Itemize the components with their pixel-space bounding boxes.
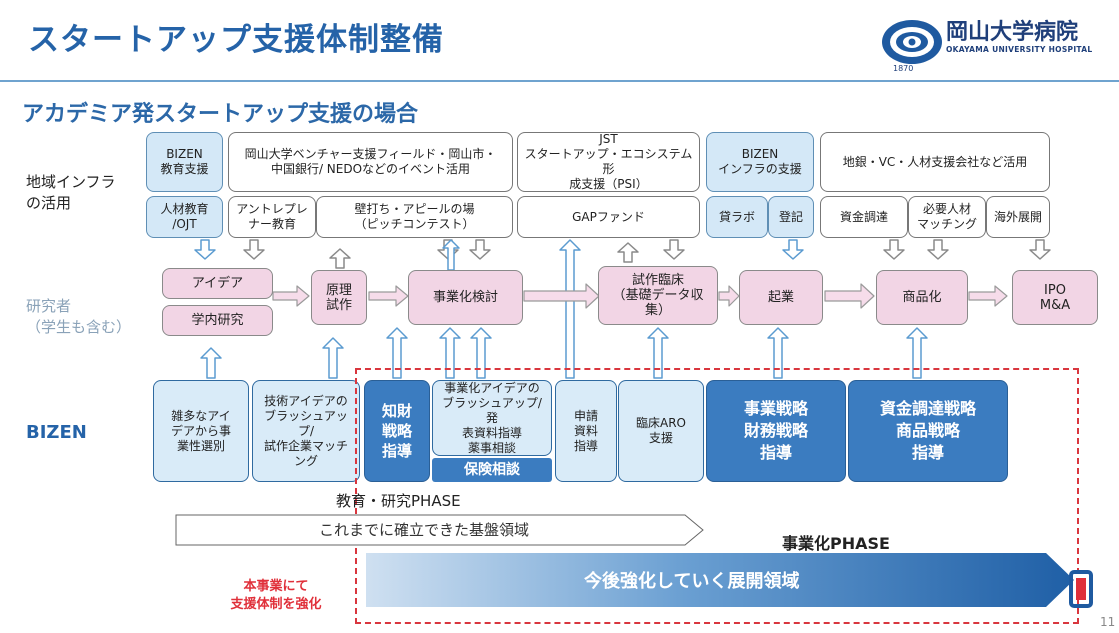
bizen-ip-strategy: 知財 戦略 指導 xyxy=(364,380,430,482)
right-arrow xyxy=(718,285,740,307)
page-number: 11 xyxy=(1100,615,1116,629)
future-arrow-label: 今後強化していく展開領域 xyxy=(584,571,800,592)
down-arrow xyxy=(243,239,265,260)
stage-founding: 起業 xyxy=(739,270,823,325)
up-arrow xyxy=(617,242,639,263)
up-arrow xyxy=(470,327,492,379)
box-pitch-contest: 壁打ち・アピールの場 （ピッチコンテスト） xyxy=(316,196,513,238)
box-okayama-events: 岡山大学ベンチャー支援フィールド・岡山市・ 中国銀行/ NEDOなどのイベント活… xyxy=(228,132,513,192)
long-up-arrow xyxy=(442,239,460,271)
up-arrow xyxy=(906,327,928,379)
phase-education-research: 教育・研究PHASE xyxy=(336,492,461,510)
bizen-tech-brushup: 技術アイデアの ブラッシュアップ/ 試作企業マッチ ング xyxy=(252,380,360,482)
bizen-business-idea: 事業化アイデアの ブラッシュアップ/発 表資料指導 薬事相談 xyxy=(432,380,552,456)
up-arrow xyxy=(329,248,351,269)
stage-productization: 商品化 xyxy=(876,270,968,325)
box-overseas: 海外展開 xyxy=(986,196,1050,238)
section-subtitle: アカデミア発スタートアップ支援の場合 xyxy=(22,102,419,127)
up-arrow xyxy=(322,337,344,379)
hospital-name: 岡山大学病院 xyxy=(946,19,1079,45)
stage-campus-research: 学内研究 xyxy=(162,305,273,336)
header-divider xyxy=(0,80,1119,82)
up-arrow xyxy=(200,347,222,379)
down-arrow xyxy=(927,239,949,260)
long-up-arrow xyxy=(559,239,581,379)
up-arrow xyxy=(647,327,669,379)
box-bizen-education: BIZEN 教育支援 xyxy=(146,132,223,192)
down-arrow xyxy=(1029,239,1051,260)
stage-ipo-ma: IPO M&A xyxy=(1012,270,1098,325)
box-bizen-infra: BIZEN インフラの支援 xyxy=(706,132,814,192)
future-arrow xyxy=(366,553,1074,607)
down-arrow xyxy=(194,239,216,260)
stage-prototype: 原理 試作 xyxy=(311,270,367,325)
box-jinzai-kyoiku: 人材教育 /OJT xyxy=(146,196,223,238)
box-registration: 登記 xyxy=(768,196,814,238)
bizen-idea-screening: 雑多なアイ デアから事 業性選別 xyxy=(153,380,249,482)
bizen-insurance-consult: 保険相談 xyxy=(432,458,552,482)
phase-commercialization: 事業化PHASE xyxy=(782,534,890,553)
stage-clinical-trial: 試作臨床 （基礎データ収 集） xyxy=(598,266,718,325)
row-label-researcher: 研究者 （学生も含む） xyxy=(26,297,132,336)
stage-idea: アイデア xyxy=(162,268,273,299)
box-jst-psi: JST スタートアップ・エコシステム形 成支援（PSI） xyxy=(517,132,700,192)
box-fundraising: 資金調達 xyxy=(820,196,908,238)
box-talent-matching: 必要人材 マッチング xyxy=(908,196,986,238)
established-arrow xyxy=(175,514,704,546)
box-gap-fund: GAPファンド xyxy=(517,196,700,238)
up-arrow xyxy=(386,327,408,379)
right-arrow xyxy=(368,285,409,307)
page-title: スタートアップ支援体制整備 xyxy=(28,22,444,58)
bizen-application-docs: 申請 資料 指導 xyxy=(555,380,617,482)
right-arrow xyxy=(272,285,310,307)
stage-commercialization-review: 事業化検討 xyxy=(408,270,523,325)
box-entrepreneur-edu: アントレプレ ナー教育 xyxy=(228,196,316,238)
hospital-founded-year: 1870 xyxy=(893,64,914,73)
right-arrow xyxy=(968,285,1008,307)
hospital-logo-icon xyxy=(882,20,942,64)
down-arrow xyxy=(883,239,905,260)
bizen-clinical-aro: 臨床ARO 支援 xyxy=(618,380,704,482)
box-regional-partners: 地銀・VC・人材支援会社など活用 xyxy=(820,132,1050,192)
down-arrow xyxy=(782,239,804,260)
down-arrow xyxy=(469,239,491,260)
bizen-business-strategy: 事業戦略 財務戦略 指導 xyxy=(706,380,846,482)
note-strengthening: 本事業にて 支援体制を強化 xyxy=(230,579,322,612)
strengthened-region xyxy=(355,368,1079,624)
row-label-infra: 地域インフラ の活用 xyxy=(26,173,116,212)
row-label-bizen: BIZEN xyxy=(26,422,87,443)
box-rental-lab: 貸ラボ xyxy=(706,196,768,238)
down-arrow xyxy=(663,239,685,260)
hospital-name-en: OKAYAMA UNIVERSITY HOSPITAL xyxy=(946,45,1093,54)
right-arrow xyxy=(824,283,875,309)
up-arrow xyxy=(767,327,789,379)
bizen-fundraising-strategy: 資金調達戦略 商品戦略 指導 xyxy=(848,380,1008,482)
footer-logo-icon xyxy=(1069,570,1093,608)
up-arrow xyxy=(439,327,461,379)
right-arrow xyxy=(523,283,600,309)
established-arrow-label: これまでに確立できた基盤領域 xyxy=(319,521,530,539)
